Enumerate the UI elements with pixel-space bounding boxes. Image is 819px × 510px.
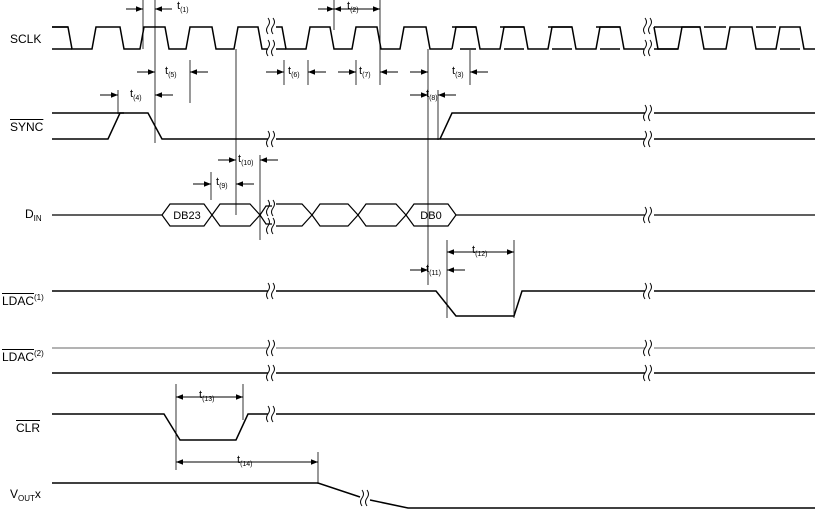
t2-label: t(2) <box>347 0 359 14</box>
t1-label: t(1) <box>177 0 189 14</box>
ldac1-break-marks <box>266 282 652 300</box>
din-label: DIN <box>25 207 42 223</box>
t12-label: t(12) <box>472 244 488 258</box>
sclk-waveform <box>52 26 815 50</box>
ldac1-label: LDAC(1) <box>2 293 44 308</box>
vout-waveform <box>52 482 815 509</box>
t3-label: t(3) <box>452 65 464 79</box>
ldac2-label: LDAC(2) <box>2 349 44 364</box>
clr-waveform <box>52 413 815 441</box>
t5-label: t(5) <box>165 65 177 79</box>
t9-label: t(9) <box>216 176 228 190</box>
ldac1-waveform <box>52 290 815 317</box>
ldac2-break-marks <box>266 339 652 382</box>
sync-waveform <box>52 112 815 140</box>
din-break-marks <box>266 199 652 235</box>
clr-label: CLR <box>16 421 41 435</box>
t11-label: t(11) <box>426 263 441 277</box>
din-waveform <box>52 203 815 227</box>
timing-labels: t(1) t(2) t(3) t(4) t(5) t(6) t(7) t(8) … <box>130 0 488 468</box>
vout-break-marks <box>360 489 369 507</box>
sync-label: SYNC <box>10 120 44 134</box>
sync-break-marks <box>266 104 652 148</box>
din-bit-db0: DB0 <box>420 210 441 222</box>
t8-label: t(8) <box>426 88 438 102</box>
timing-reference-lines <box>117 0 515 484</box>
t6-label: t(6) <box>288 65 300 79</box>
sclk-label: SCLK <box>10 32 42 46</box>
ldac2-waveform <box>52 347 815 374</box>
sclk-break-marks <box>266 17 652 57</box>
t4-label: t(4) <box>130 88 142 102</box>
t7-label: t(7) <box>359 65 371 79</box>
vout-label: VOUTx <box>10 487 41 503</box>
din-bit-db23: DB23 <box>173 210 201 222</box>
t14-label: t(14) <box>237 454 253 468</box>
timing-arrows <box>100 6 514 465</box>
t13-label: t(13) <box>199 389 215 403</box>
t10-label: t(10) <box>238 153 254 167</box>
clr-break-marks <box>266 405 275 423</box>
